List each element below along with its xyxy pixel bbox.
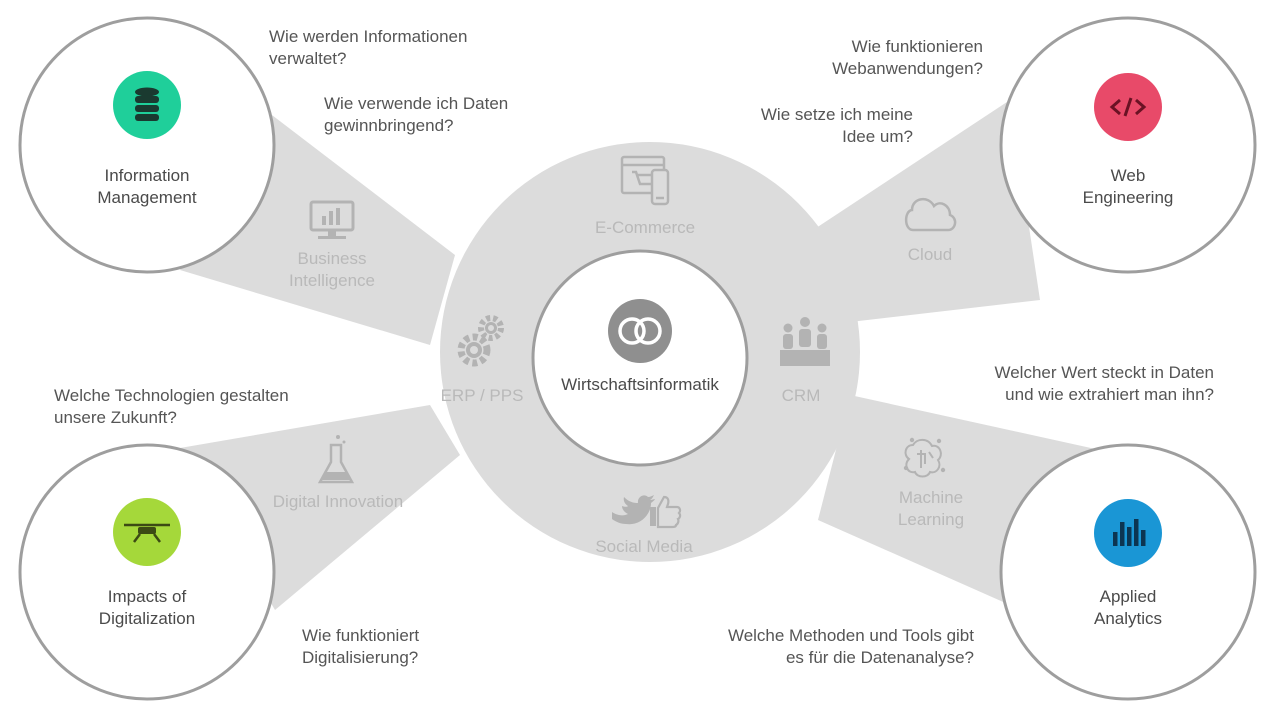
gears-icon bbox=[457, 315, 504, 367]
drone-icon bbox=[113, 498, 181, 566]
topic-label-digital-innovation: Digital Innovation bbox=[272, 492, 404, 511]
node-circle-info-management bbox=[18, 16, 276, 274]
question-data-value: Welcher Wert steckt in Daten und wie ext… bbox=[994, 363, 1214, 404]
topic-label-cloud: Cloud bbox=[907, 245, 953, 264]
database-icon bbox=[113, 71, 181, 139]
topic-label-crm: CRM bbox=[781, 386, 821, 405]
question-web-apps: Wie funktionieren Webanwendungen? bbox=[832, 37, 983, 78]
people-icon bbox=[780, 317, 830, 366]
code-icon bbox=[1094, 73, 1162, 141]
question-analysis-tools: Welche Methoden und Tools gibt es für di… bbox=[727, 626, 974, 667]
flask-icon bbox=[317, 435, 355, 484]
question-future-technologies: Welche Technologien gestalten unsere Zuk… bbox=[54, 386, 289, 427]
ecommerce-icon bbox=[620, 155, 670, 206]
node-label-web-engineering: Web Engineering bbox=[1082, 166, 1174, 207]
topic-label-ecommerce: E-Commerce bbox=[594, 218, 696, 237]
question-digitalization: Wie funktioniert Digitalisierung? bbox=[302, 626, 420, 667]
question-info-managed: Wie werden Informationen verwaltet? bbox=[269, 27, 468, 68]
topic-label-machine-learning: Machine Learning bbox=[897, 488, 965, 529]
question-use-data: Wie verwende ich Daten gewinnbringend? bbox=[324, 94, 509, 135]
monitor-chart-icon bbox=[309, 200, 355, 239]
cloud-icon bbox=[904, 198, 957, 232]
node-circle-applied-analytics bbox=[999, 443, 1257, 701]
band-web-engineering bbox=[810, 100, 1040, 322]
node-label-applied-analytics: Applied Analytics bbox=[1093, 587, 1163, 628]
overlapping-circles-icon bbox=[608, 299, 672, 363]
topic-label-business-intelligence: Business Intelligence bbox=[288, 249, 375, 290]
node-circle-digitalization bbox=[18, 443, 276, 701]
question-implement-idea: Wie setze ich meine Idee um? bbox=[760, 105, 913, 146]
hub-label: Wirtschaftsinformatik bbox=[561, 375, 719, 394]
node-label-info-management: Information Management bbox=[97, 166, 197, 207]
topic-label-erp: ERP / PPS bbox=[440, 386, 524, 405]
node-label-digitalization: Impacts of Digitalization bbox=[98, 587, 196, 628]
bar-chart-icon bbox=[1094, 499, 1162, 567]
brain-icon bbox=[903, 437, 946, 478]
node-circle-web-engineering bbox=[999, 16, 1257, 274]
twitter-like-icon bbox=[612, 495, 682, 529]
topic-label-social-media: Social Media bbox=[595, 537, 693, 556]
